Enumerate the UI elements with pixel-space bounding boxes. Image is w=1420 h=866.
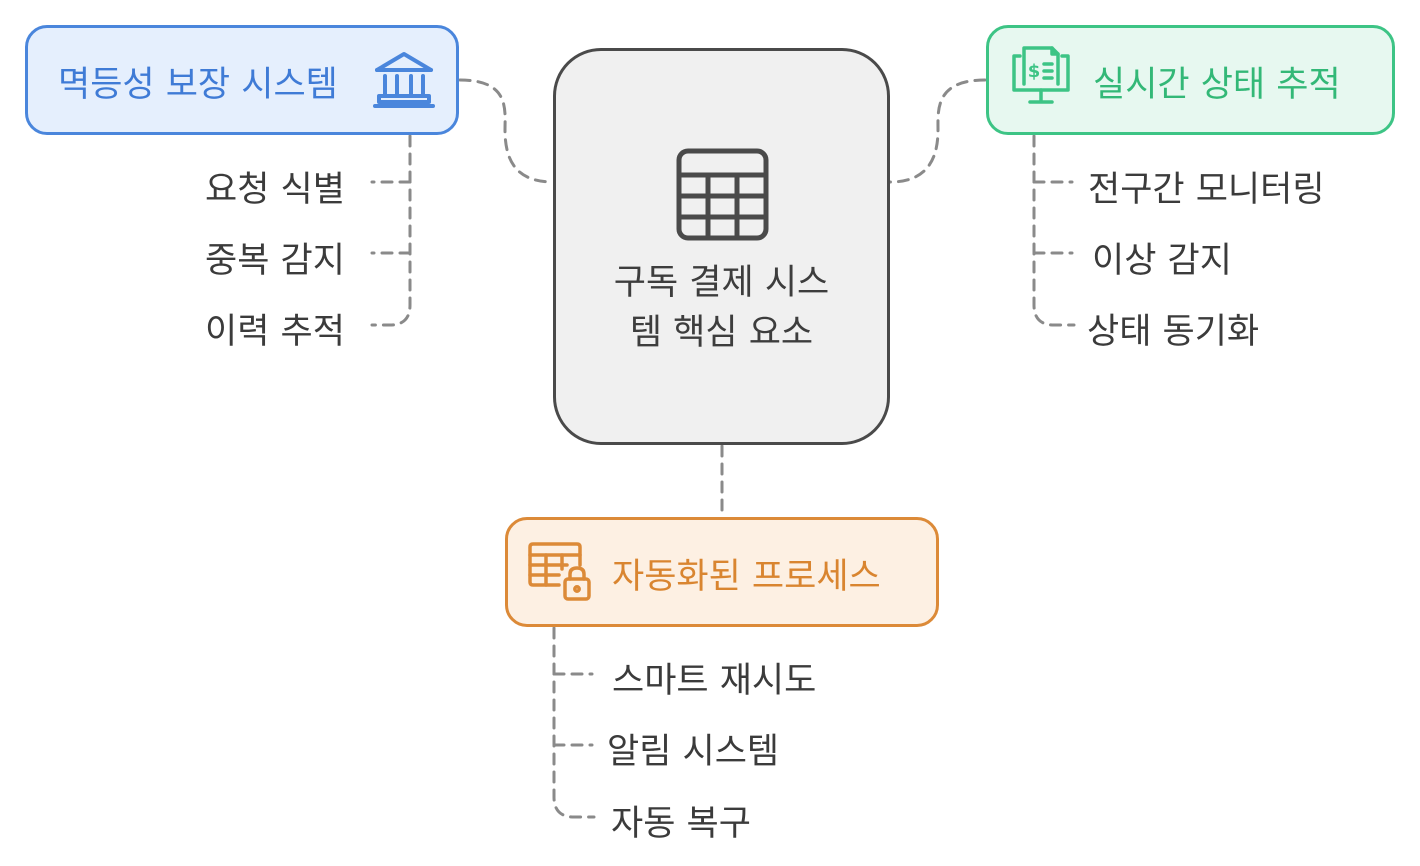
realtime-item-3: 상태 동기화: [1087, 312, 1260, 352]
realtime-item-1: 전구간 모니터링: [1088, 170, 1325, 210]
realtime-title: 실시간 상태 추적: [1093, 65, 1341, 105]
center-title-line1: 구독 결제 시스: [613, 263, 830, 303]
connector-blue-center: [458, 78, 555, 184]
svg-text:$: $: [1028, 61, 1041, 82]
automation-item-3: 자동 복구: [611, 804, 751, 844]
connector-green-center: [888, 78, 987, 184]
realtime-box: [986, 25, 1395, 135]
idempotency-title: 멱등성 보장 시스템: [58, 65, 338, 105]
connector-blue-trunk: [370, 134, 412, 327]
automation-item-2: 알림 시스템: [607, 732, 780, 772]
locked-table-icon: [528, 542, 591, 601]
payment-monitor-icon: $: [1012, 46, 1070, 104]
connector-orange-trunk: [552, 626, 596, 819]
idempotency-item-3: 이력 추적: [205, 312, 345, 352]
idempotency-item-2: 중복 감지: [205, 241, 345, 281]
table-grid-icon: [676, 148, 769, 241]
automation-box: [505, 517, 939, 627]
idempotency-item-1: 요청 식별: [205, 170, 345, 210]
realtime-item-2: 이상 감지: [1092, 241, 1232, 281]
automation-title: 자동화된 프로세스: [612, 557, 881, 597]
center-title-line2: 템 핵심 요소: [629, 313, 814, 353]
bank-building-icon: [373, 52, 435, 108]
connector-green-trunk: [1032, 134, 1076, 327]
center-node: [553, 48, 890, 445]
automation-item-1: 스마트 재시도: [612, 661, 817, 701]
